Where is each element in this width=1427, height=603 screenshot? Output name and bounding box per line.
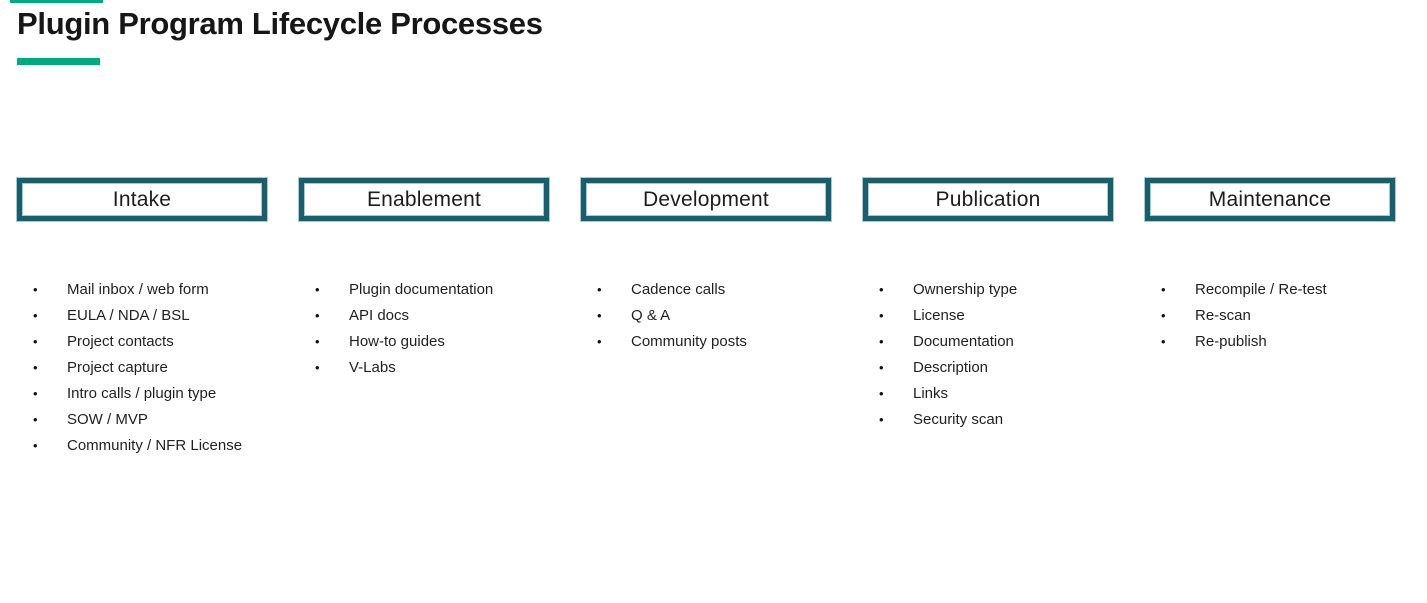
stage-box-intake: Intake: [17, 178, 267, 221]
bullet-icon: •: [879, 386, 884, 401]
list-item-label: License: [913, 307, 965, 324]
bullet-icon: •: [315, 360, 320, 375]
list-item: • Community posts: [597, 329, 831, 355]
stage-list-maintenance: • Recompile / Re-test • Re-scan • Re-publish: [1161, 277, 1395, 355]
list-item: • Re-publish: [1161, 329, 1395, 355]
stage-label: Maintenance: [1208, 187, 1332, 211]
list-item-label: Project contacts: [67, 333, 174, 350]
list-item-label: API docs: [349, 307, 410, 324]
bullet-icon: •: [879, 308, 884, 323]
list-item: • Intro calls / plugin type: [33, 381, 267, 407]
stage-box-publication: Publication: [863, 178, 1113, 221]
cropped-accent-sliver: [10, 0, 103, 3]
list-item-label: Mail inbox / web form: [67, 281, 209, 298]
list-item: • Q & A: [597, 303, 831, 329]
bullet-icon: •: [33, 360, 38, 375]
stage-column-publication: Publication • Ownership type • License • Docu…: [863, 178, 1113, 459]
lifecycle-columns: Intake • Mail inbox / web form • EULA / NDA…: [17, 178, 1395, 459]
list-item-label: Intro calls / plugin type: [67, 385, 217, 402]
list-item: • Project capture: [33, 355, 267, 381]
bullet-icon: •: [315, 308, 320, 323]
bullet-icon: •: [879, 360, 884, 375]
list-item: • Ownership type: [879, 277, 1113, 303]
list-item-label: Recompile / Re-test: [1195, 281, 1327, 298]
list-item-label: Re-scan: [1195, 307, 1251, 324]
list-item-label: Links: [913, 385, 949, 402]
list-item-label: Cadence calls: [631, 281, 726, 298]
list-item: • Links: [879, 381, 1113, 407]
list-item: • Project contacts: [33, 329, 267, 355]
list-item: • Mail inbox / web form: [33, 277, 267, 303]
list-item-label: Plugin documentation: [349, 281, 494, 298]
list-item: • How-to guides: [315, 329, 549, 355]
list-item: • V-Labs: [315, 355, 549, 381]
stage-label: Development: [643, 187, 769, 211]
bullet-icon: •: [1161, 308, 1166, 323]
list-item-label: Community / NFR License: [67, 437, 243, 454]
list-item: • Recompile / Re-test: [1161, 277, 1395, 303]
list-item: • Documentation: [879, 329, 1113, 355]
bullet-icon: •: [879, 412, 884, 427]
list-item-label: Security scan: [913, 411, 1004, 428]
list-item: • EULA / NDA / BSL: [33, 303, 267, 329]
bullet-icon: •: [315, 282, 320, 297]
stage-list-development: • Cadence calls • Q & A • Community posts: [597, 277, 831, 355]
list-item-label: Project capture: [67, 359, 168, 376]
stage-list-intake: •Mail inbox / web form•EULA / NDA / BSL•…: [33, 277, 267, 459]
list-item: • Re-scan: [1161, 303, 1395, 329]
list-item: • Description: [879, 355, 1113, 381]
list-item: • SOW / MVP: [33, 407, 267, 433]
list-item-label: V-Labs: [349, 359, 396, 376]
bullet-icon: •: [33, 438, 38, 453]
stage-column-maintenance: Maintenance • Recompile / Re-test • Re-scan…: [1145, 178, 1395, 459]
bullet-icon: •: [597, 308, 602, 323]
list-item-label: Ownership type: [913, 281, 1018, 298]
bullet-icon: •: [33, 412, 38, 427]
bullet-icon: •: [879, 282, 884, 297]
list-item-label: EULA / NDA / BSL: [67, 307, 190, 324]
list-item: • Plugin documentation: [315, 277, 549, 303]
list-item-label: Re-publish: [1195, 333, 1267, 350]
list-item-label: SOW / MVP: [67, 411, 148, 428]
stage-label: Intake: [112, 187, 172, 211]
bullet-icon: •: [597, 282, 602, 297]
bullet-icon: •: [879, 334, 884, 349]
bullet-icon: •: [597, 334, 602, 349]
list-item-label: Q & A: [631, 307, 671, 324]
list-item: • API docs: [315, 303, 549, 329]
list-item: • License: [879, 303, 1113, 329]
bullet-icon: •: [33, 308, 38, 323]
stage-label: Publication: [935, 187, 1041, 211]
bullet-icon: •: [1161, 282, 1166, 297]
stage-column-enablement: Enablement • Plugin documentation • API doc…: [299, 178, 549, 459]
list-item-label: Community posts: [631, 333, 747, 350]
list-item: • Security scan: [879, 407, 1113, 433]
stage-list-enablement: • Plugin documentation • API docs • How-to gu…: [315, 277, 549, 381]
list-item-label: How-to guides: [349, 333, 445, 350]
bullet-icon: •: [315, 334, 320, 349]
list-item: • Cadence calls: [597, 277, 831, 303]
bullet-icon: •: [1161, 334, 1166, 349]
bullet-icon: •: [33, 386, 38, 401]
title-accent-underline: [17, 58, 100, 65]
bullet-icon: •: [33, 282, 38, 297]
stage-box-enablement: Enablement: [299, 178, 549, 221]
list-item-label: Documentation: [913, 333, 1014, 350]
stage-column-intake: Intake • Mail inbox / web form • EULA / NDA…: [17, 178, 267, 459]
stage-list-publication: • Ownership type • License • Documentation • De…: [879, 277, 1113, 433]
stage-box-development: Development: [581, 178, 831, 221]
page-title: Plugin Program Lifecycle Processes: [17, 6, 543, 41]
list-item: • Community / NFR License: [33, 433, 267, 459]
list-item-label: Description: [913, 359, 989, 376]
stage-box-maintenance: Maintenance: [1145, 178, 1395, 221]
stage-column-development: Development • Cadence calls • Q & A • Communi…: [581, 178, 831, 459]
stage-label: Enablement: [366, 187, 482, 211]
bullet-icon: •: [33, 334, 38, 349]
